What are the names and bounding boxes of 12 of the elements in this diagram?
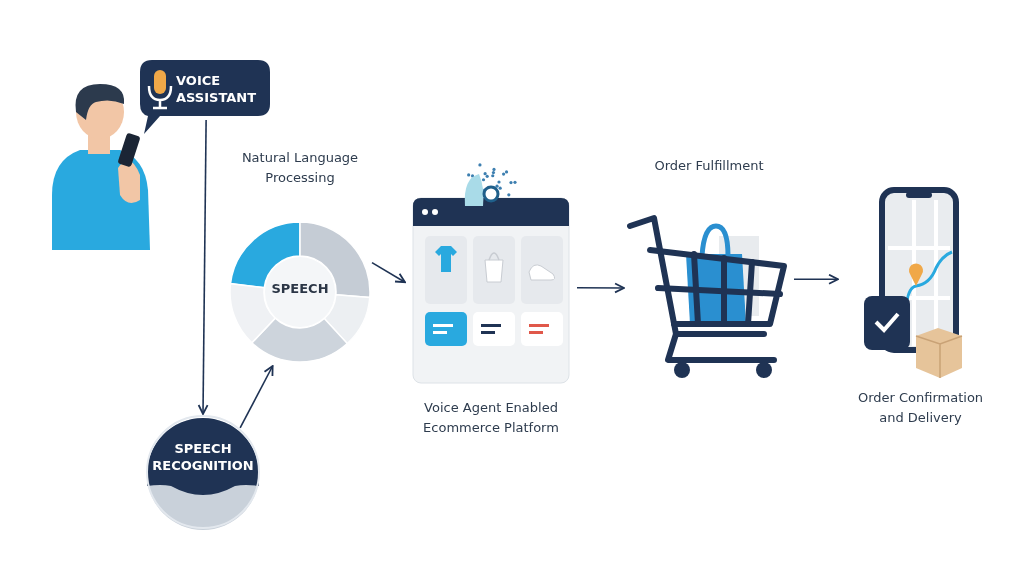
arrow bbox=[793, 273, 839, 285]
circle-label: SPEECH RECOGNITION bbox=[151, 440, 255, 474]
arrow bbox=[239, 365, 274, 429]
bubble-label: VOICE ASSISTANT bbox=[176, 72, 258, 106]
step-caption: Order Confirmation and Delivery bbox=[856, 389, 985, 427]
step-caption: Natural Language Processing bbox=[240, 149, 360, 187]
arrow bbox=[576, 282, 625, 294]
step-caption: Voice Agent Enabled Ecommerce Platform bbox=[422, 399, 560, 437]
arrow bbox=[197, 119, 209, 415]
step-caption: Order Fulfillment bbox=[653, 157, 765, 175]
arrow bbox=[371, 261, 406, 284]
donut-label: SPEECH bbox=[270, 280, 330, 298]
